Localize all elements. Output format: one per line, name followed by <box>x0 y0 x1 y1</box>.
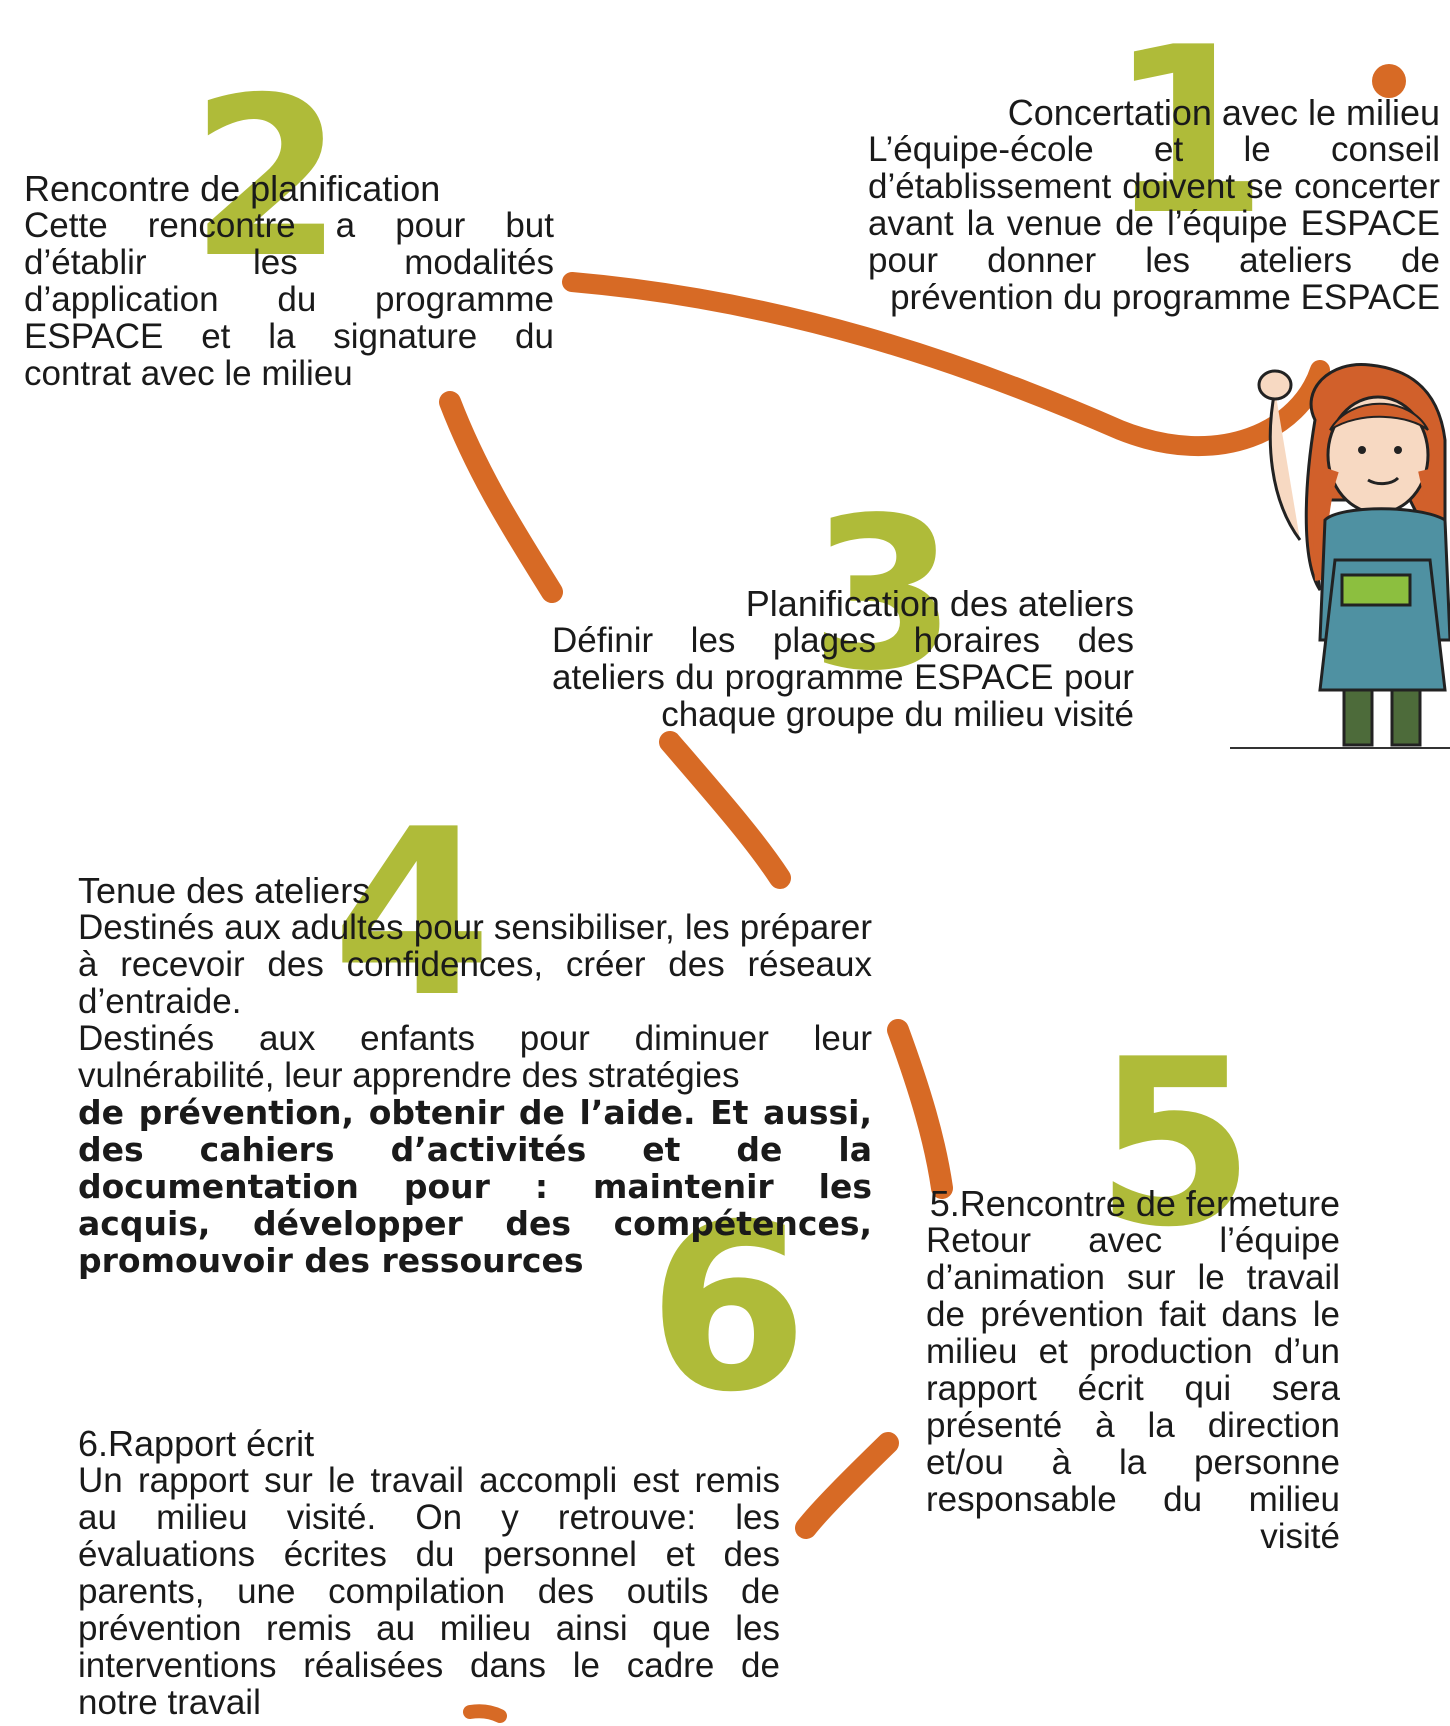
arc-4-to-5 <box>887 1019 953 1199</box>
arc-2-to-3 <box>439 391 563 603</box>
step-2-title: Rencontre de planification <box>24 168 441 209</box>
step-5-number: 5 <box>1095 1011 1256 1278</box>
step-3-block: Planification des ateliers Définir les p… <box>552 585 1134 733</box>
step-6-title: 6.Rapport écrit <box>78 1423 315 1464</box>
step-6-body: Un rapport sur le travail accompli est r… <box>78 1461 780 1722</box>
step-4-body-children: Destinés aux enfants pour diminuer leur … <box>78 1019 872 1095</box>
step-1-number: 1 <box>1108 0 1269 266</box>
step-3-body: Définir les plages horaires des ateliers… <box>552 621 1134 734</box>
step-3-title: Planification des ateliers <box>745 583 1134 624</box>
step-6-block: 6.Rapport écrit Un rapport sur le travai… <box>78 1425 780 1721</box>
girl-mascot-illustration <box>1257 362 1450 747</box>
step-1-body: L’équipe-école et le conseil d’établisse… <box>868 130 1440 317</box>
step-1-title: Concertation avec le milieu <box>1007 92 1440 133</box>
step-3-number: 3 <box>810 472 957 717</box>
step-4-block: Tenue des ateliers Destinés aux adultes … <box>78 872 872 1279</box>
ground-line <box>1230 747 1450 749</box>
step-2-body: Cette rencontre a pour but d’établir les… <box>24 206 554 393</box>
step-5-block: 5.Rencontre de fermeture Retour avec l’é… <box>926 1185 1340 1555</box>
step-4-body-adults: Destinés aux adultes pour sensibiliser, … <box>78 908 872 1021</box>
step-4-body-more: de prévention, obtenir de l’aide. Et aus… <box>78 1093 872 1280</box>
step-4-title: Tenue des ateliers <box>78 870 371 911</box>
orange-dot <box>1372 64 1406 98</box>
arc-5-to-6 <box>795 1432 899 1539</box>
arc-3-to-4 <box>659 731 791 889</box>
arc-6-tail <box>463 1704 507 1723</box>
step-5-title: 5.Rencontre de fermeture <box>929 1183 1340 1224</box>
step-2-block: Rencontre de planification Cette rencont… <box>24 170 554 392</box>
step-6-number: 6 <box>648 1176 809 1443</box>
step-5-body: Retour avec l’équipe d’animation sur le … <box>926 1221 1340 1556</box>
step-4-number: 4 <box>332 781 493 1048</box>
step-2-number: 2 <box>190 50 344 306</box>
step-1-block: Concertation avec le milieu L’équipe-éco… <box>868 94 1440 316</box>
